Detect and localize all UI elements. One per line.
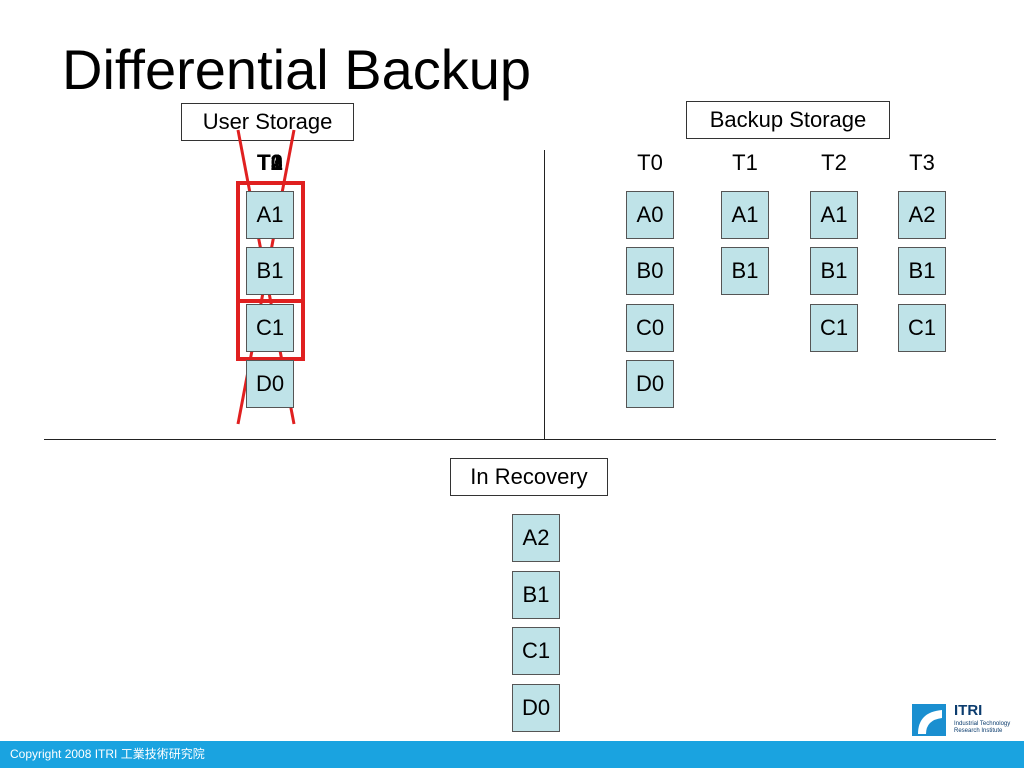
user-block-d0: D0 bbox=[246, 360, 294, 408]
backup-block-t0-c0: C0 bbox=[626, 304, 674, 352]
user-time-label-t2: T2 bbox=[257, 150, 283, 175]
user-time-label-t3: T3 bbox=[257, 150, 283, 175]
backup-block-t2-a1: A1 bbox=[810, 191, 858, 239]
page-title: Differential Backup bbox=[62, 38, 531, 101]
backup-block-t0-a0: A0 bbox=[626, 191, 674, 239]
backup-time-label-t0: T0 bbox=[637, 150, 663, 175]
horizontal-divider bbox=[44, 439, 996, 440]
changed-blocks-highlight bbox=[236, 181, 305, 361]
backup-block-t2-b1: B1 bbox=[810, 247, 858, 295]
recovery-block-b1: B1 bbox=[512, 571, 560, 619]
backup-block-t3-b1: B1 bbox=[898, 247, 946, 295]
backup-block-t3-a2: A2 bbox=[898, 191, 946, 239]
backup-block-t3-c1: C1 bbox=[898, 304, 946, 352]
user-time-label-t1: T1 bbox=[257, 150, 283, 175]
copyright-text: Copyright 2008 ITRI 工業技術研究院 bbox=[10, 747, 205, 761]
backup-block-t1-a1: A1 bbox=[721, 191, 769, 239]
logo-subtitle: Industrial Technology Research Institute bbox=[954, 721, 1011, 734]
user-block-b1: B1 bbox=[246, 247, 294, 295]
backup-time-label-t1: T1 bbox=[732, 150, 758, 175]
logo-name: ITRI bbox=[954, 702, 983, 719]
footer-bar: Copyright 2008 ITRI 工業技術研究院 bbox=[0, 741, 1024, 768]
backup-block-t1-b1: B1 bbox=[721, 247, 769, 295]
user-block-a1: A1 bbox=[246, 191, 294, 239]
backup-block-t2-c1: C1 bbox=[810, 304, 858, 352]
user-time-label-t0: T0 bbox=[257, 150, 283, 175]
user-block-c1: C1 bbox=[246, 304, 294, 352]
itri-logo-icon bbox=[912, 704, 946, 736]
vertical-divider bbox=[544, 150, 545, 440]
backup-time-label-t3: T3 bbox=[909, 150, 935, 175]
backup-storage-label: Backup Storage bbox=[686, 101, 890, 139]
recovery-block-c1: C1 bbox=[512, 627, 560, 675]
backup-time-label-t2: T2 bbox=[821, 150, 847, 175]
recovery-block-a2: A2 bbox=[512, 514, 560, 562]
backup-block-t0-d0: D0 bbox=[626, 360, 674, 408]
in-recovery-label: In Recovery bbox=[450, 458, 608, 496]
recovery-block-d0: D0 bbox=[512, 684, 560, 732]
itri-logo: ITRI Industrial Technology Research Inst… bbox=[912, 702, 1020, 738]
backup-block-t0-b0: B0 bbox=[626, 247, 674, 295]
user-storage-label: User Storage bbox=[181, 103, 354, 141]
